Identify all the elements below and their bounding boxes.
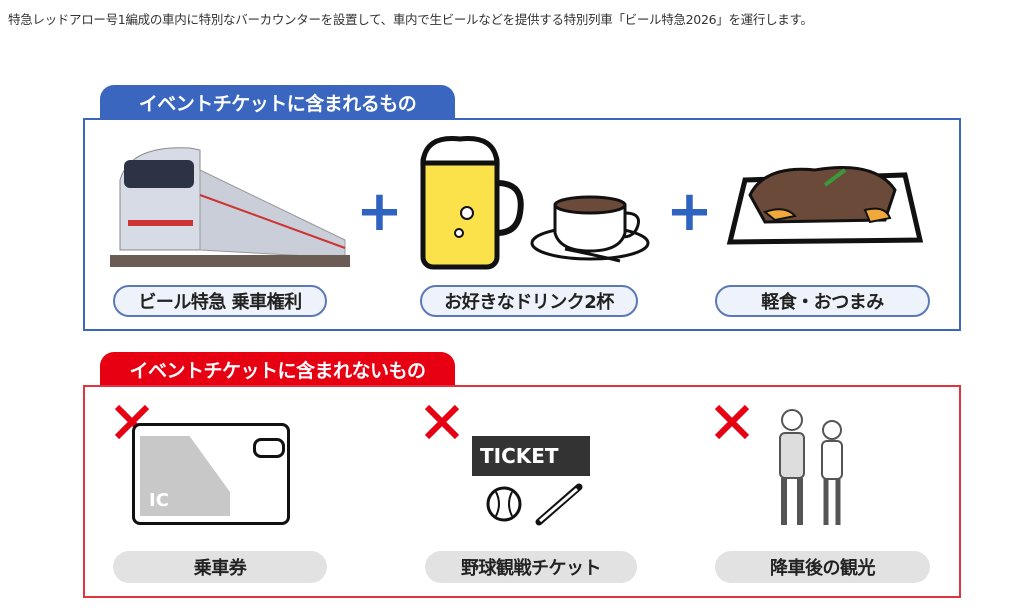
excluded-item-sightseeing: 降車後の観光 bbox=[715, 551, 930, 583]
drinks-image bbox=[420, 136, 650, 270]
ticket-image: TICKET bbox=[472, 436, 590, 476]
included-item-drinks: お好きなドリンク2杯 bbox=[420, 285, 638, 317]
included-panel bbox=[83, 118, 961, 331]
cross-icon bbox=[714, 404, 750, 440]
intro-text: 特急レッドアロー号1編成の車内に特別なバーカウンターを設置して、車内で生ビールな… bbox=[8, 12, 813, 27]
included-item-ride-rights: ビール特急 乗車権利 bbox=[113, 285, 327, 317]
train-image bbox=[110, 147, 350, 267]
excluded-tab-title: イベントチケットに含まれないもの bbox=[100, 352, 455, 386]
ic-card-image: IC bbox=[132, 423, 290, 525]
ic-label: IC bbox=[149, 490, 169, 511]
excluded-item-ticket: 乗車券 bbox=[113, 551, 327, 583]
baseball-image bbox=[486, 483, 583, 526]
included-item-snacks: 軽食・おつまみ bbox=[715, 285, 930, 317]
cross-icon bbox=[424, 404, 460, 440]
excluded-panel bbox=[83, 385, 961, 598]
food-image bbox=[726, 166, 924, 245]
included-tab-title: イベントチケットに含まれるもの bbox=[100, 85, 455, 119]
tourists-image bbox=[779, 409, 843, 525]
plus-icon: + bbox=[356, 179, 403, 244]
excluded-item-baseball: 野球観戦チケット bbox=[425, 551, 637, 583]
plus-icon: + bbox=[666, 179, 713, 244]
